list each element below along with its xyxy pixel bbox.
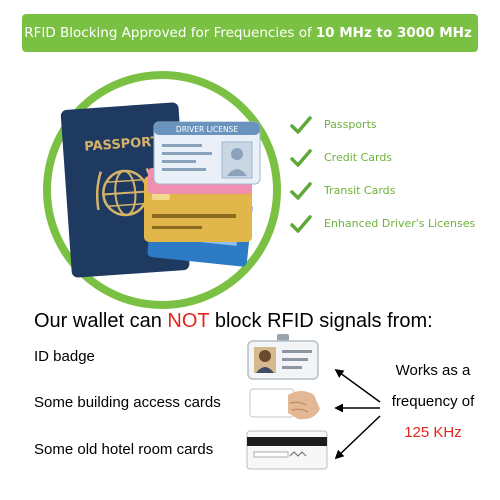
arrow-to-hotel-card-icon xyxy=(334,415,381,460)
driver-license-graphic: DRIVER LICENSE xyxy=(153,121,261,185)
frequency-note: Works as a frequency of 125 KHz xyxy=(378,355,488,448)
headline-before: Our wallet can xyxy=(34,310,162,332)
check-icon xyxy=(290,115,312,134)
note-frequency: 125 KHz xyxy=(404,424,462,441)
illustration-svg: PASSPORT DRIVER LICENSE xyxy=(43,71,281,309)
headline-emphasis: NOT xyxy=(167,310,210,332)
blocked-item: Transit Cards xyxy=(290,174,495,207)
blocked-item: Enhanced Driver's Licenses xyxy=(290,207,495,240)
pointer-arrows xyxy=(330,360,390,480)
not-blocked-item-hotel-cards: Some old hotel room cards xyxy=(34,441,214,458)
blocked-item: Passports xyxy=(290,108,495,141)
blocked-item-label: Passports xyxy=(324,118,377,131)
rfid-illustration: PASSPORT DRIVER LICENSE xyxy=(40,68,284,312)
banner-range: 10 MHz to 3000 MHz xyxy=(315,25,472,41)
license-label: DRIVER LICENSE xyxy=(176,125,238,134)
passport-label: PASSPORT xyxy=(84,134,160,154)
not-blocked-headline: Our wallet can NOT block RFID signals fr… xyxy=(34,310,474,333)
top-banner: RFID Blocking Approved for Frequencies o… xyxy=(22,14,478,52)
blocked-item: Credit Cards xyxy=(290,141,495,174)
blocked-item-label: Transit Cards xyxy=(324,184,396,197)
note-line-2: frequency of xyxy=(391,393,475,410)
check-icon xyxy=(290,148,312,167)
id-badge-picture xyxy=(246,334,320,380)
not-blocked-item-access-cards: Some building access cards xyxy=(34,394,221,411)
laurel-left-icon xyxy=(95,171,102,211)
headline-after: block RFID signals from: xyxy=(214,310,433,332)
blocked-item-label: Credit Cards xyxy=(324,151,393,164)
hotel-card-picture xyxy=(246,430,328,470)
check-icon xyxy=(290,181,312,200)
banner-prefix: RFID Blocking Approved for Frequencies o… xyxy=(24,25,312,41)
access-card-picture xyxy=(248,383,324,423)
blocked-list: Passports Credit Cards Transit Cards Enh… xyxy=(290,108,495,240)
note-line-1: Works as a xyxy=(395,362,471,379)
arrow-to-badge-icon xyxy=(334,368,381,403)
blocked-item-label: Enhanced Driver's Licenses xyxy=(324,217,476,230)
check-icon xyxy=(290,214,312,233)
not-blocked-item-id-badge: ID badge xyxy=(34,348,95,365)
